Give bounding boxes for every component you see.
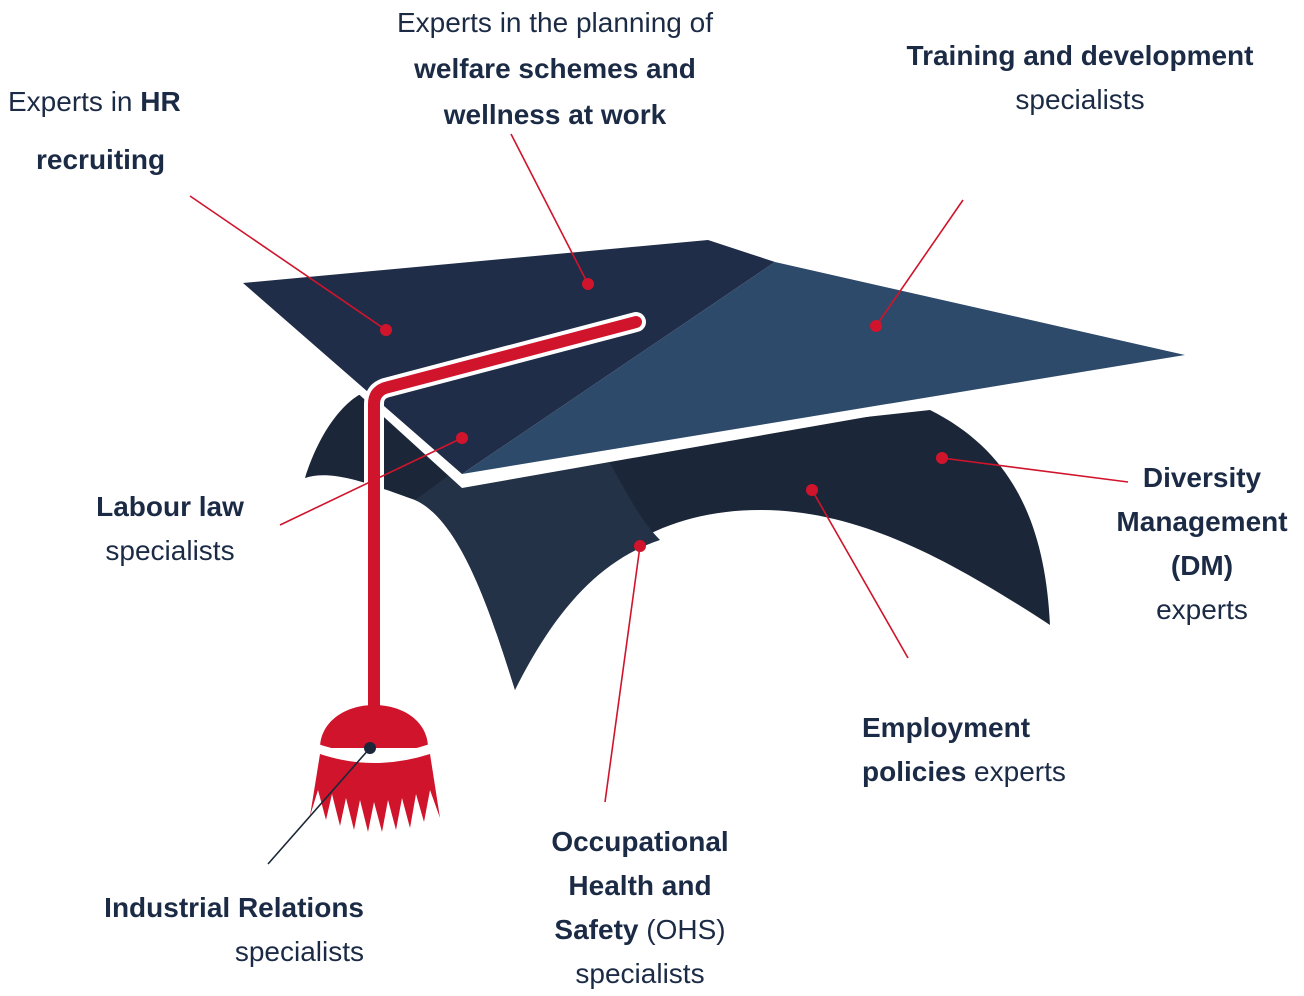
dot-hr-recruiting xyxy=(380,324,392,336)
label-training: Training and development specialists xyxy=(870,34,1290,122)
industrial-post: specialists xyxy=(234,936,364,967)
dot-training xyxy=(870,320,882,332)
employment-post: experts xyxy=(966,756,1066,787)
label-industrial: Industrial Relations specialists xyxy=(40,886,364,974)
line-training xyxy=(875,199,964,327)
welfare-bold2: wellness at work xyxy=(443,99,667,130)
industrial-bold: Industrial Relations xyxy=(104,892,364,923)
label-diversity: Diversity Management (DM) experts xyxy=(1100,456,1304,632)
employment-bold2: policies xyxy=(862,756,967,787)
dot-labour-law xyxy=(456,432,468,444)
connector-lines xyxy=(189,133,1129,865)
label-labour-law: Labour law specialists xyxy=(70,485,270,573)
line-industrial xyxy=(267,747,371,865)
line-welfare xyxy=(510,133,589,285)
label-welfare: Experts in the planning of welfare schem… xyxy=(360,0,750,138)
welfare-line1: Experts in the planning of xyxy=(397,7,713,38)
hr-bold2: recruiting xyxy=(36,144,166,175)
tassel-cord xyxy=(368,316,642,712)
line-diversity xyxy=(941,457,1129,483)
ohs-post1: (OHS) xyxy=(638,914,726,945)
dot-industrial xyxy=(364,742,376,754)
line-employment xyxy=(811,489,909,659)
marker-dots xyxy=(364,278,948,754)
hr-pre: Experts in xyxy=(8,86,141,117)
line-ohs xyxy=(604,545,641,803)
tassel-fringe xyxy=(310,754,440,832)
board-top-light xyxy=(462,262,1185,474)
labour-law-post: specialists xyxy=(105,535,235,566)
label-ohs: Occupational Health and Safety (OHS) spe… xyxy=(520,820,760,996)
ohs-bold1: Occupational xyxy=(551,826,729,857)
dot-welfare xyxy=(582,278,594,290)
employment-bold1: Employment xyxy=(862,712,1031,743)
training-bold: Training and development xyxy=(906,40,1254,71)
ohs-bold2: Health and xyxy=(568,870,712,901)
hr-bold: HR xyxy=(140,86,181,117)
diversity-post: experts xyxy=(1156,594,1248,625)
labour-law-bold: Labour law xyxy=(96,491,244,522)
welfare-bold1: welfare schemes and xyxy=(414,53,696,84)
dot-ohs xyxy=(634,540,646,552)
line-hr-recruiting xyxy=(189,195,387,331)
training-post: specialists xyxy=(1015,84,1145,115)
diversity-bold1: Diversity xyxy=(1142,462,1262,493)
cap-band-shade xyxy=(415,445,660,690)
label-employment: Employment policies experts xyxy=(862,706,1066,794)
tassel-head xyxy=(320,705,428,748)
dot-diversity xyxy=(936,452,948,464)
ohs-post2: specialists xyxy=(575,958,705,989)
tassel-collar xyxy=(315,743,433,759)
diversity-bold3: (DM) xyxy=(1170,550,1234,581)
label-hr-recruiting: Experts in HR recruiting xyxy=(8,80,181,182)
line-labour-law xyxy=(279,437,463,526)
dot-employment xyxy=(806,484,818,496)
diversity-bold2: Management xyxy=(1116,506,1288,537)
ohs-bold3: Safety xyxy=(554,914,639,945)
